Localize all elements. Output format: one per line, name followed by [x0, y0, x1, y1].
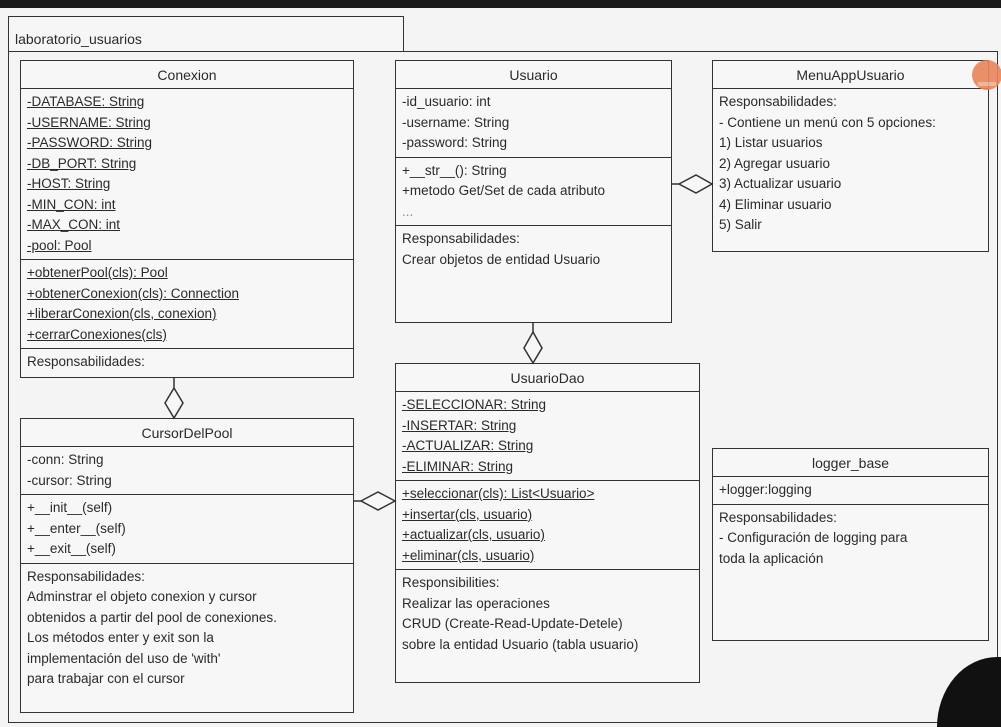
notes-section: Responsabilidades: - Configuración de lo… [713, 505, 988, 573]
note: para trabajar con el cursor [27, 671, 185, 686]
note: obtenidos a partir del pool de conexione… [27, 609, 277, 625]
note: implementación del uso de 'with' [27, 650, 221, 666]
methods-section: +__str__(): String +metodo Get/Set de ca… [396, 158, 671, 226]
note: 1) Listar usuarios [719, 135, 823, 150]
attribute: -ACTUALIZAR: String [402, 438, 534, 453]
note: Responsabilidades: [719, 94, 837, 109]
notes-section: Responsabilidades: [21, 349, 353, 376]
note: - Contiene un menú con 5 opciones: [719, 114, 936, 130]
method: +actualizar(cls, usuario) [402, 527, 545, 542]
class-menu-app-usuario[interactable]: MenuAppUsuario Responsabilidades: - Cont… [712, 60, 989, 252]
method: +obtenerConexion(cls): Connection [27, 285, 239, 301]
method: +cerrarConexiones(cls) [27, 326, 167, 342]
class-logger-base[interactable]: logger_base +logger:logging Responsabili… [712, 448, 989, 641]
methods-section: +__init__(self) +__enter__(self) +__exit… [21, 495, 353, 564]
class-name: UsuarioDao [396, 364, 699, 392]
attribute: -cursor: String [27, 472, 112, 488]
attributes-section: -DATABASE: String -USERNAME: String -PAS… [21, 89, 353, 260]
method: +__exit__(self) [27, 541, 116, 556]
attribute: -password: String [402, 135, 508, 150]
aggregation-menu-usuario [672, 174, 714, 194]
attributes-section: -SELECCIONAR: String -INSERTAR: String -… [396, 392, 699, 481]
note: Responsabilidades: [27, 354, 145, 369]
attributes-section: -conn: String -cursor: String [21, 447, 353, 495]
aggregation-diamond-icon [164, 386, 184, 420]
class-conexion[interactable]: Conexion -DATABASE: String -USERNAME: St… [20, 60, 354, 378]
attribute: -PASSWORD: String [27, 135, 153, 150]
note: Responsibilities: [402, 575, 500, 590]
attribute: -MIN_CON: int [27, 196, 116, 212]
aggregation-diamond-icon [677, 174, 714, 194]
methods-section: +obtenerPool(cls): Pool +obtenerConexion… [21, 260, 353, 349]
aggregation-cursor-dao [354, 491, 397, 511]
attribute: -id_usuario: int [402, 94, 491, 109]
package-name: laboratorio_usuarios [15, 31, 142, 47]
attribute: -pool: Pool [27, 237, 92, 253]
attribute: -MAX_CON: int [27, 217, 121, 232]
note: Responsabilidades: [719, 509, 837, 525]
note: Responsabilidades: [27, 568, 145, 584]
method: ... [402, 203, 414, 219]
notes-section: Responsibilities: Realizar las operacion… [396, 570, 699, 658]
class-usuario[interactable]: Usuario -id_usuario: int -username: Stri… [395, 60, 672, 323]
notes-section: Responsabilidades: Crear objetos de enti… [396, 226, 671, 273]
method: +__enter__(self) [27, 520, 126, 536]
class-cursor-del-pool[interactable]: CursorDelPool -conn: String -cursor: Str… [20, 418, 354, 713]
note: 4) Eliminar usuario [719, 196, 832, 212]
note: CRUD (Create-Read-Update-Detele) [402, 616, 623, 631]
attributes-section: +logger:logging [713, 477, 988, 505]
methods-section: +seleccionar(cls): List<Usuario> +insert… [396, 481, 699, 570]
attribute: -DATABASE: String [27, 94, 145, 109]
aggregation-diamond-icon [359, 491, 397, 511]
note: Adminstrar el objeto conexion y cursor [27, 589, 257, 604]
notes-section: Responsabilidades: Adminstrar el objeto … [21, 564, 353, 693]
method: +obtenerPool(cls): Pool [27, 265, 168, 280]
note: - Configuración de logging para [719, 530, 908, 545]
attribute: -HOST: String [27, 176, 111, 191]
aggregation-conexion-cursor [164, 378, 184, 420]
method: +seleccionar(cls): List<Usuario> [402, 486, 595, 501]
note: Responsabilidades: [402, 231, 520, 246]
class-name: MenuAppUsuario [713, 61, 988, 89]
notes-section: Responsabilidades: - Contiene un menú co… [713, 89, 988, 239]
note: Los métodos enter y exit son la [27, 630, 214, 645]
attribute: -conn: String [27, 452, 104, 467]
aggregation-diamond-icon [523, 330, 543, 365]
aggregation-usuario-dao [523, 323, 543, 365]
attribute: -DB_PORT: String [27, 155, 137, 171]
note: 2) Agregar usuario [719, 155, 831, 171]
note: Realizar las operaciones [402, 595, 550, 611]
note: 5) Salir [719, 217, 762, 232]
method: +__str__(): String [402, 162, 507, 178]
attribute: +logger:logging [719, 482, 812, 497]
note: sobre la entidad Usuario (tabla usuario) [402, 636, 639, 652]
class-name: Usuario [396, 61, 671, 89]
class-name: Conexion [21, 61, 353, 89]
method: +metodo Get/Set de cada atributo [402, 183, 606, 198]
method: +eliminar(cls, usuario) [402, 547, 535, 563]
note: Crear objetos de entidad Usuario [402, 251, 601, 267]
method: +insertar(cls, usuario) [402, 506, 533, 522]
attribute: -ELIMINAR: String [402, 458, 514, 474]
attribute: -INSERTAR: String [402, 417, 517, 433]
package-tab: laboratorio_usuarios [8, 16, 404, 52]
class-usuario-dao[interactable]: UsuarioDao -SELECCIONAR: String -INSERTA… [395, 363, 700, 683]
method: +liberarConexion(cls, conexion) [27, 306, 217, 321]
class-name: logger_base [713, 449, 988, 477]
method: +__init__(self) [27, 500, 113, 515]
note: toda la aplicación [719, 550, 824, 566]
diagram-canvas: laboratorio_usuarios Conexion -DATABASE:… [0, 8, 1001, 727]
attributes-section: -id_usuario: int -username: String -pass… [396, 89, 671, 158]
watermark-logo-icon [972, 60, 1001, 90]
attribute: -USERNAME: String [27, 114, 151, 130]
attribute: -SELECCIONAR: String [402, 397, 547, 412]
attribute: -username: String [402, 114, 510, 130]
connectors-layer [164, 174, 714, 511]
class-name: CursorDelPool [21, 419, 353, 447]
package-body [8, 51, 998, 723]
note: 3) Actualizar usuario [719, 176, 842, 191]
